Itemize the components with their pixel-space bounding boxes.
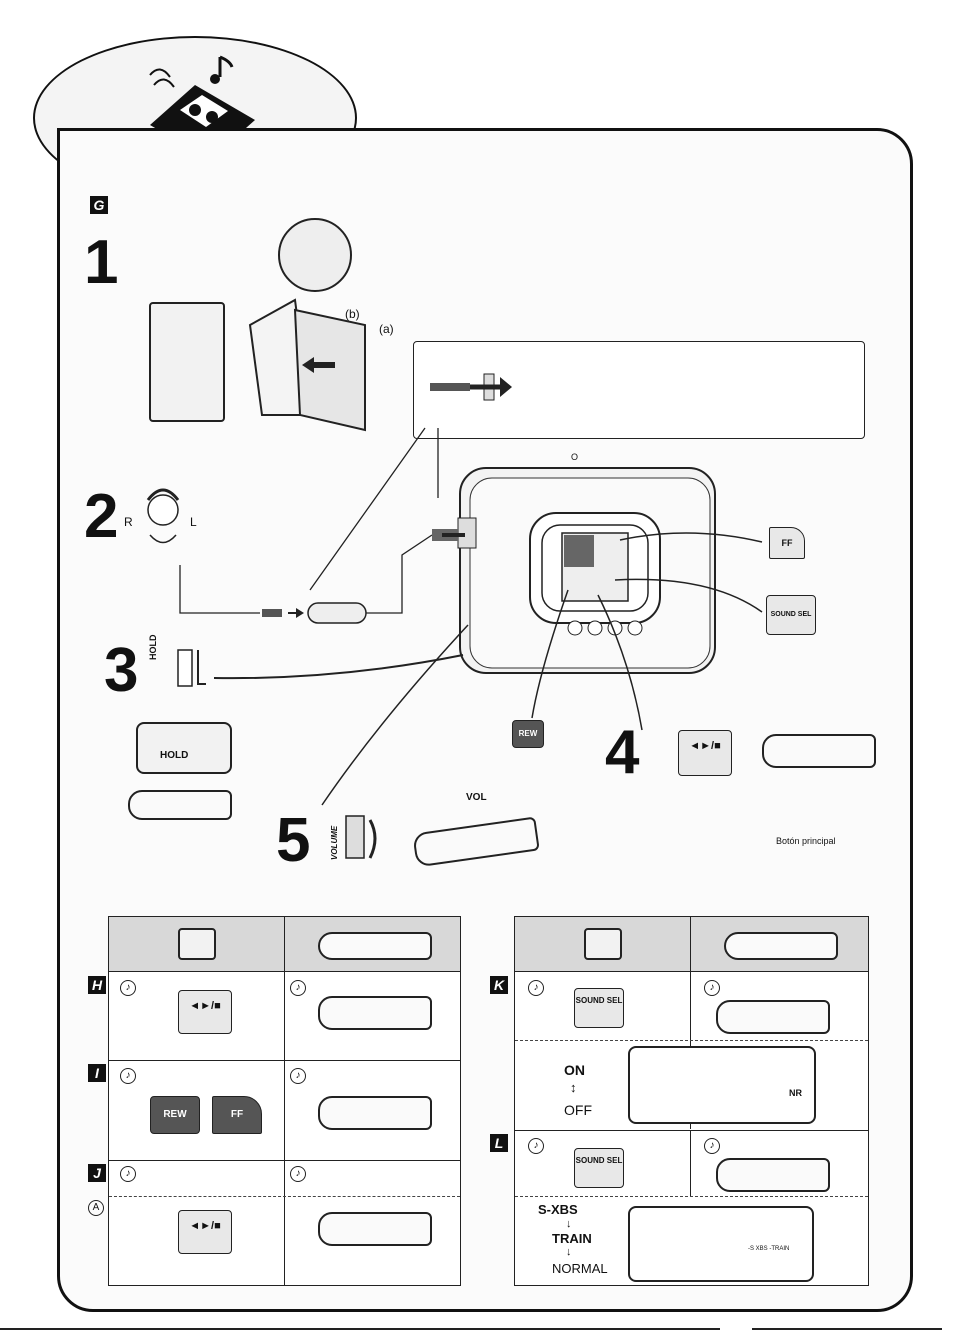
label-a: (a): [379, 322, 394, 336]
nr-label: NR: [789, 1088, 802, 1098]
music-note-icon: ♪: [120, 980, 136, 996]
step-1-number: 1: [84, 228, 119, 297]
ff-lines: [614, 532, 763, 613]
section-i-badge: I: [88, 1064, 106, 1082]
plug-insert-icon: [430, 373, 512, 401]
rew-key: REW: [512, 720, 544, 748]
remote-step3: [128, 790, 232, 820]
remote-l: [716, 1158, 830, 1192]
mode-train: TRAIN: [552, 1231, 592, 1246]
nr-off-label: OFF: [564, 1102, 592, 1118]
music-note-icon: ♪: [290, 980, 306, 996]
mode-s-xbs: S-XBS: [538, 1202, 578, 1217]
mode-normal: NORMAL: [552, 1261, 608, 1276]
remote-k: [716, 1000, 830, 1034]
music-note-icon: ♪: [120, 1166, 136, 1182]
xbs-switch-closeup: [628, 1206, 814, 1282]
section-k-badge: K: [490, 976, 508, 994]
sound-sel-key: SOUND SEL: [766, 595, 816, 635]
music-note-icon: ♪: [704, 980, 720, 996]
volume-label: VOLUME: [330, 825, 339, 860]
nr-arrow: ↕: [570, 1080, 577, 1095]
xbs-train-label: -S XBS -TRAIN: [748, 1246, 790, 1252]
earphone-r-label: R: [124, 515, 133, 529]
callout-pointer: [309, 427, 439, 591]
remote-h: [318, 996, 432, 1030]
table-kl-divider: [690, 917, 691, 1129]
step-2-number: 2: [84, 482, 119, 551]
music-note-icon: ♪: [528, 1138, 544, 1154]
section-j-badge: J: [88, 1164, 106, 1182]
remote-i: [318, 1096, 432, 1130]
step-3-number: 3: [104, 636, 139, 705]
hold-closeup-label: HOLD: [160, 750, 189, 761]
cassette-door-closeup: [149, 302, 225, 422]
play-stop-key-h: ◄►/■: [178, 990, 232, 1034]
player-icon-header: [178, 928, 216, 960]
earphone-l-label: L: [190, 515, 197, 529]
play-stop-key-j: ◄►/■: [178, 1210, 232, 1254]
section-l-badge: L: [490, 1134, 508, 1152]
step-4-number: 4: [605, 718, 640, 787]
label-b: (b): [345, 307, 360, 321]
music-note-icon: ♪: [704, 1138, 720, 1154]
cassette-player-illustration: [457, 467, 716, 674]
remote-icon-header: [318, 932, 432, 960]
nr-on-label: ON: [564, 1062, 585, 1078]
rew-key-i: REW: [150, 1096, 200, 1134]
table-hij-divider: [284, 917, 285, 1285]
remote-j: [318, 1212, 432, 1246]
music-note-icon: ♪: [290, 1068, 306, 1084]
sound-sel-key-l: SOUND SEL: [574, 1148, 624, 1188]
bottom-rule: [0, 1328, 720, 1330]
rew-line: [531, 589, 643, 731]
step-5-number: 5: [276, 806, 311, 875]
hold-vertical-label: HOLD: [148, 634, 158, 661]
nr-switch-closeup: [628, 1046, 816, 1124]
play-stop-key: ◄►/■: [678, 730, 732, 776]
section-h-badge: H: [88, 976, 106, 994]
hold-remote-closeup: [136, 722, 232, 774]
music-note-icon: ♪: [290, 1166, 306, 1182]
remote-step4: [762, 734, 876, 768]
remote-icon-header-k: [724, 932, 838, 960]
earphone-cord: [179, 529, 465, 624]
sound-sel-key-k: SOUND SEL: [574, 988, 624, 1028]
earphone-head-icon: [146, 488, 180, 544]
circle-a-label: A: [88, 1200, 104, 1216]
vol-label: VOL: [466, 792, 487, 803]
volume-dial-icon: [345, 815, 377, 859]
ff-key-i: FF: [212, 1096, 262, 1134]
hold-switch-icon: [177, 649, 464, 687]
music-note-icon: ♪: [528, 980, 544, 996]
music-note-icon: ♪: [120, 1068, 136, 1084]
cassette-insert-illustration: [248, 218, 366, 432]
player-icon-header-k: [584, 928, 622, 960]
section-g-badge: G: [90, 196, 108, 214]
step5-line: [321, 624, 469, 806]
main-button-label: Botón principal: [776, 836, 836, 846]
player-partial-label: O: [571, 452, 579, 462]
ff-key: FF: [769, 527, 805, 559]
